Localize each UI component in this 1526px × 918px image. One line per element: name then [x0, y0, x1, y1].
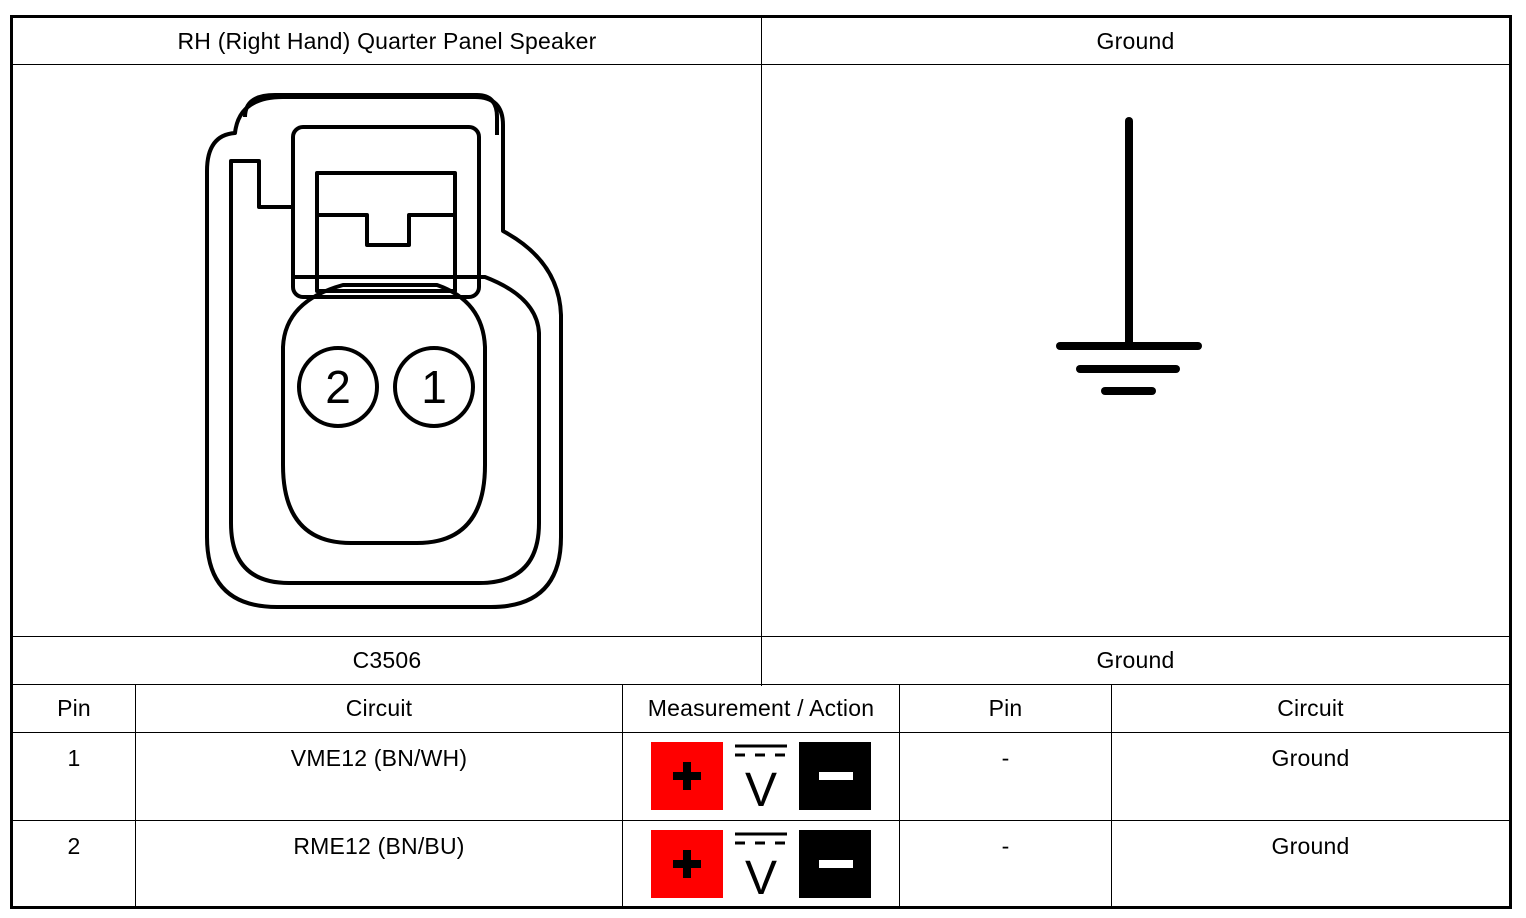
row-1-pin: 1 [67, 745, 81, 771]
pin-2-label: 2 [325, 361, 351, 413]
divider-image-bottom [13, 636, 1509, 637]
divider-col-measurement [899, 685, 900, 907]
col-header-ground-circuit: Circuit [1277, 695, 1344, 721]
divider-row-1 [13, 820, 1509, 821]
row-2-circuit: RME12 (BN/BU) [293, 833, 465, 859]
col-header-circuit: Circuit [345, 695, 413, 721]
divider-table-header [13, 732, 1509, 733]
col-header-measurement: Measurement / Action [647, 695, 875, 721]
connector-latch [291, 125, 481, 299]
connector-id-label: C3506 [352, 647, 422, 673]
svg-text:V: V [745, 764, 777, 817]
divider-col-pin [135, 685, 136, 907]
meter-probe-negative-icon [799, 742, 871, 810]
divider-col-circuit [622, 685, 623, 907]
pin-2-circle [297, 346, 379, 428]
connector-title: RH (Right Hand) Quarter Panel Speaker [177, 27, 597, 54]
divider-col-ground-pin [1111, 685, 1112, 907]
connector-pinout-sheet: RH (Right Hand) Quarter Panel Speaker Gr… [10, 15, 1512, 909]
ground-id-label: Ground [1096, 647, 1175, 673]
row-2-ground-circuit: Ground [1271, 833, 1350, 859]
pin-1-label: 1 [421, 361, 447, 413]
connector-face-drawing: 2 1 [205, 93, 563, 609]
connector-latch-tab [317, 213, 455, 247]
divider-header [13, 64, 1509, 65]
connector-pin-face [281, 283, 487, 545]
row-2-pin: 2 [67, 833, 81, 859]
row-1-ground-pin: - [1001, 745, 1010, 771]
divider-vertical-main [761, 18, 762, 686]
ground-symbol [1056, 117, 1202, 395]
meter-probe-positive-icon [651, 830, 723, 898]
ground-title: Ground [1096, 27, 1175, 54]
col-header-pin: Pin [57, 695, 91, 721]
dc-voltage-icon: V [735, 832, 787, 905]
col-header-ground-pin: Pin [988, 695, 1023, 721]
divider-footer [13, 684, 1509, 685]
row-1-circuit: VME12 (BN/WH) [290, 745, 468, 771]
svg-text:V: V [745, 852, 777, 905]
row-2-measurement: V [651, 830, 875, 905]
meter-probe-negative-icon [799, 830, 871, 898]
connector-housing-inner [229, 159, 541, 585]
row-2-ground-pin: - [1001, 833, 1010, 859]
row-1-measurement: V [651, 742, 875, 817]
meter-probe-positive-icon [651, 742, 723, 810]
row-1-ground-circuit: Ground [1271, 745, 1350, 771]
dc-voltage-icon: V [735, 744, 787, 817]
connector-latch-window [315, 171, 457, 293]
connector-housing-outer [205, 95, 563, 609]
pin-1-circle [393, 346, 475, 428]
